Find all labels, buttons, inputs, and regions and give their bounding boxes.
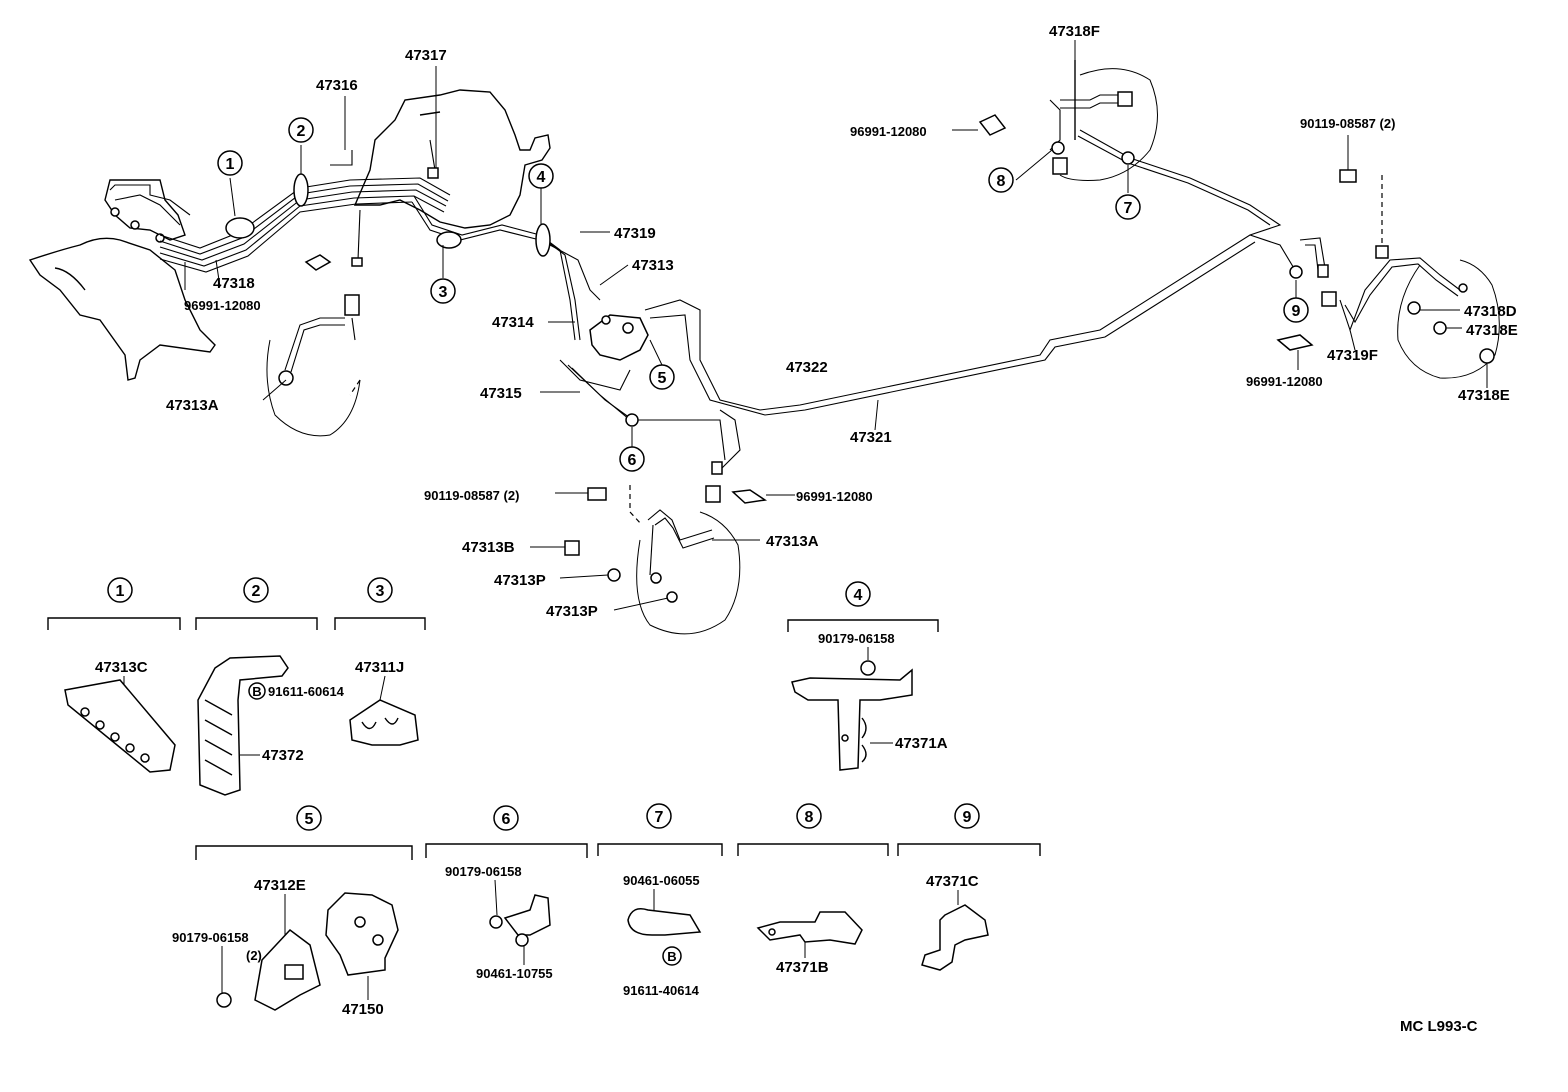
callout-5: 5	[658, 370, 667, 387]
callout-3: 3	[439, 284, 448, 301]
label-47318d: 47318D	[1464, 303, 1517, 320]
bolt-mark-b-2: B	[667, 949, 676, 964]
label-47318f: 47318F	[1049, 23, 1100, 40]
label-96991-right: 96991-12080	[1246, 374, 1323, 389]
svg-text:8: 8	[805, 809, 814, 826]
label-47316: 47316	[316, 77, 358, 94]
label-91611-60614: 91611-60614	[268, 684, 345, 699]
label-90179-06158-d5: 90179-06158	[172, 930, 249, 945]
detail-3: 3 47311J	[334, 577, 426, 746]
detail-9: 9 47371C	[897, 803, 1041, 971]
detail-4: 4 90179-06158 47371A	[787, 581, 948, 771]
svg-text:1: 1	[116, 583, 125, 600]
detail-1: 1 47313C	[47, 577, 181, 773]
rear-left-wheel	[629, 485, 741, 635]
label-90179-06158-d6: 90179-06158	[445, 864, 522, 879]
detail-6: 6 90179-06158 90461-10755	[425, 805, 588, 981]
master-cylinder-outline	[28, 179, 216, 381]
label-96991-mid: 96991-12080	[796, 489, 873, 504]
detail-8: 8 47371B	[737, 803, 889, 976]
label-96991-top: 96991-12080	[850, 124, 927, 139]
label-47322: 47322	[786, 359, 828, 376]
label-90119-right: 90119-08587 (2)	[1300, 116, 1395, 131]
svg-text:6: 6	[502, 811, 511, 828]
svg-text:3: 3	[376, 583, 385, 600]
detail-7: 7 90461-06055 B 91611-40614	[597, 803, 723, 998]
label-96991-a: 96991-12080	[184, 298, 261, 313]
label-90179-06158-d4: 90179-06158	[818, 631, 895, 646]
label-90461-06055: 90461-06055	[623, 873, 700, 888]
label-47319: 47319	[614, 225, 656, 242]
label-47313: 47313	[632, 257, 674, 274]
label-47321: 47321	[850, 429, 892, 446]
label-47311j: 47311J	[355, 659, 404, 676]
label-47313p-1: 47313P	[494, 572, 546, 589]
bolt-mark-b-1: B	[252, 684, 261, 699]
front-right-wheel	[1049, 60, 1158, 181]
label-47313b: 47313B	[462, 539, 515, 556]
label-47312e: 47312E	[254, 877, 306, 894]
part-number-labels: 47317 47316 47318 96991-12080 47313A 473…	[166, 23, 1518, 620]
figure-code: MC L993-C	[1400, 1018, 1478, 1035]
label-47313a-left: 47313A	[166, 397, 219, 414]
label-47150: 47150	[342, 1001, 384, 1018]
brake-booster-outline	[353, 89, 551, 229]
label-47313c: 47313C	[95, 659, 148, 676]
label-47313a-mid: 47313A	[766, 533, 819, 550]
clip-icons	[304, 114, 1495, 582]
label-47371c: 47371C	[926, 873, 979, 890]
leader-lines	[184, 40, 1488, 611]
label-47314: 47314	[492, 314, 534, 331]
label-47318e-2: 47318E	[1458, 387, 1510, 404]
label-d5-qty: (2)	[246, 948, 262, 963]
callout-9: 9	[1292, 303, 1301, 320]
svg-text:9: 9	[963, 809, 972, 826]
label-90119-mid: 90119-08587 (2)	[424, 488, 519, 503]
callout-6: 6	[628, 452, 637, 469]
front-left-wheel	[266, 294, 361, 437]
label-47319f: 47319F	[1327, 347, 1378, 364]
svg-text:7: 7	[655, 809, 664, 826]
callout-markers: 1 2 3 4 5 6 7 8 9	[217, 117, 1309, 472]
rear-brake-pipe	[1077, 129, 1329, 279]
callout-7: 7	[1124, 200, 1133, 217]
label-91611-40614: 91611-40614	[623, 983, 700, 998]
label-47318e-1: 47318E	[1466, 322, 1518, 339]
label-47372: 47372	[262, 747, 304, 764]
callout-8: 8	[997, 173, 1006, 190]
label-47317: 47317	[405, 47, 447, 64]
detail-5: 5 47312E 90179-06158 (2) 47150	[172, 805, 413, 1018]
callout-2: 2	[297, 123, 306, 140]
label-47315: 47315	[480, 385, 522, 402]
label-47371b: 47371B	[776, 959, 829, 976]
callout-4: 4	[537, 169, 546, 186]
svg-text:4: 4	[854, 587, 863, 604]
label-47313p-2: 47313P	[546, 603, 598, 620]
callout-1: 1	[226, 156, 235, 173]
brake-pipe-bundle	[109, 139, 601, 341]
label-90461-10755: 90461-10755	[476, 966, 553, 981]
label-47318: 47318	[213, 275, 255, 292]
detail-2: 2 B 91611-60614 47372	[195, 577, 345, 796]
svg-text:5: 5	[305, 811, 314, 828]
label-47371a: 47371A	[895, 735, 948, 752]
svg-text:2: 2	[252, 583, 261, 600]
